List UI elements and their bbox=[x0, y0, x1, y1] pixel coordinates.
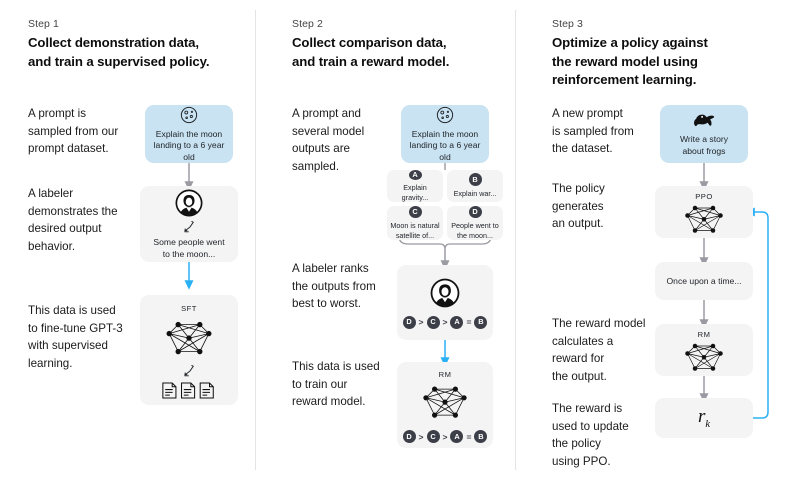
badge-d: D bbox=[468, 206, 482, 219]
rank-token-2: C bbox=[426, 315, 440, 329]
rank-token-1: > bbox=[418, 317, 424, 327]
column-step-3: Step 3 Optimize a policy against the rew… bbox=[524, 0, 788, 479]
rm-rank-token-4: A bbox=[450, 430, 464, 443]
rank-token-6: B bbox=[474, 315, 488, 329]
reward-symbol: rk bbox=[697, 406, 711, 430]
rm-rank-token-3: > bbox=[442, 431, 448, 442]
step3-paragraph-2: The policy generates an output. bbox=[552, 182, 605, 231]
neural-net-icon bbox=[679, 202, 729, 238]
badge-c: C bbox=[408, 206, 422, 219]
step-title-2: Collect comparison data, and train a rew… bbox=[292, 35, 450, 69]
step3-paragraph-1: A new prompt is sampled from the dataset… bbox=[552, 107, 634, 156]
person-icon bbox=[429, 277, 461, 309]
step2-prompt-box[interactable]: Explain the moon landing to a 6 year old bbox=[401, 105, 489, 163]
rank-token-5: = bbox=[466, 317, 472, 327]
step1-paragraph-3: This data is used to fine-tune GPT-3 wit… bbox=[28, 304, 123, 370]
step3-output-box[interactable]: Once upon a time... bbox=[655, 262, 753, 300]
step2-output-b-text: Explain war... bbox=[453, 189, 497, 199]
step-label-3: Step 3 bbox=[552, 18, 583, 30]
step3-ppo-title: PPO bbox=[695, 192, 713, 201]
step-label-1: Step 1 bbox=[28, 18, 59, 30]
person-icon bbox=[174, 188, 204, 218]
badge-a: A bbox=[408, 170, 422, 181]
rm-rank-token-5: = bbox=[466, 431, 472, 442]
step2-ranking-tokens: D > C > A = B bbox=[402, 315, 488, 329]
step2-output-card-a[interactable]: A Explain gravity... bbox=[387, 170, 443, 202]
step1-sft-box[interactable]: SFT bbox=[140, 295, 238, 405]
step-title-3: Optimize a policy against the reward mod… bbox=[552, 35, 708, 88]
step2-output-a-text: Explain gravity... bbox=[401, 183, 429, 202]
step1-paragraph-2: A labeler demonstrates the desired outpu… bbox=[28, 187, 118, 253]
rank-token-0: D bbox=[402, 315, 416, 329]
step1-labeler-box[interactable]: Some people went to the moon... bbox=[140, 186, 238, 262]
rm-rank-token-2: C bbox=[426, 430, 440, 443]
column-step-1: Step 1 Collect demonstration data, and t… bbox=[0, 0, 264, 479]
step2-output-card-d[interactable]: D People went to the moon... bbox=[447, 206, 503, 240]
step-title-1: Collect demonstration data, and train a … bbox=[28, 35, 210, 69]
step1-paragraph-1: A prompt is sampled from our prompt data… bbox=[28, 107, 119, 156]
pencil-icon bbox=[182, 221, 196, 233]
step1-prompt-box[interactable]: Explain the moon landing to a 6 year old bbox=[145, 105, 233, 163]
step3-ppo-box[interactable]: PPO bbox=[655, 186, 753, 238]
step1-prompt-caption: Explain the moon landing to a 6 year old bbox=[153, 128, 225, 162]
step2-rm-title: RM bbox=[438, 370, 452, 379]
rank-token-3: > bbox=[442, 317, 448, 327]
rm-rank-token-6: B bbox=[474, 430, 488, 443]
step2-rm-box[interactable]: RM D > C > A bbox=[397, 362, 493, 448]
step2-output-d-text: People went to the moon... bbox=[451, 221, 499, 240]
moon-icon bbox=[435, 105, 455, 125]
step3-prompt-box[interactable]: Write a story about frogs bbox=[660, 105, 748, 163]
neural-net-icon bbox=[419, 382, 471, 424]
rm-rank-token-1: > bbox=[418, 431, 424, 442]
column-divider-2 bbox=[515, 10, 516, 470]
step1-sft-title: SFT bbox=[181, 304, 197, 313]
documents-icon bbox=[161, 381, 217, 400]
step2-output-card-b[interactable]: B Explain war... bbox=[447, 170, 503, 202]
step3-rm-title: RM bbox=[697, 330, 711, 339]
step2-paragraph-2: A labeler ranks the outputs from best to… bbox=[292, 262, 376, 311]
neural-net-icon bbox=[679, 340, 729, 376]
step3-rm-box[interactable]: RM bbox=[655, 324, 753, 376]
step2-output-card-c[interactable]: C Moon is natural satellite of... bbox=[387, 206, 443, 240]
neural-net-icon bbox=[162, 317, 216, 361]
step2-output-c-text: Moon is natural satellite of... bbox=[390, 221, 440, 240]
step1-labeler-caption: Some people went to the moon... bbox=[153, 237, 225, 259]
step2-ranking-box[interactable]: D > C > A = B bbox=[397, 265, 493, 340]
step2-paragraph-3: This data is used to train our reward mo… bbox=[292, 360, 380, 409]
step-label-2: Step 2 bbox=[292, 18, 323, 30]
rank-token-4: A bbox=[450, 315, 464, 329]
rm-rank-token-0: D bbox=[402, 430, 416, 443]
step2-rm-tokens: D > C > A = B bbox=[402, 430, 488, 443]
pencil-icon bbox=[182, 365, 196, 377]
step3-paragraph-4: The reward is used to update the policy … bbox=[552, 402, 629, 468]
column-divider-1 bbox=[255, 10, 256, 470]
step3-output-text: Once upon a time... bbox=[666, 276, 742, 286]
step3-reward-box[interactable]: rk bbox=[655, 398, 753, 438]
step3-paragraph-3: The reward model calculates a reward for… bbox=[552, 317, 646, 383]
step2-prompt-caption: Explain the moon landing to a 6 year old bbox=[409, 128, 481, 162]
moon-icon bbox=[179, 105, 199, 125]
step2-paragraph-1: A prompt and several model outputs are s… bbox=[292, 107, 365, 173]
badge-b: B bbox=[468, 173, 482, 187]
frog-icon bbox=[691, 111, 717, 129]
column-step-2: Step 2 Collect comparison data, and trai… bbox=[264, 0, 528, 479]
step3-prompt-caption: Write a story about frogs bbox=[679, 134, 729, 156]
